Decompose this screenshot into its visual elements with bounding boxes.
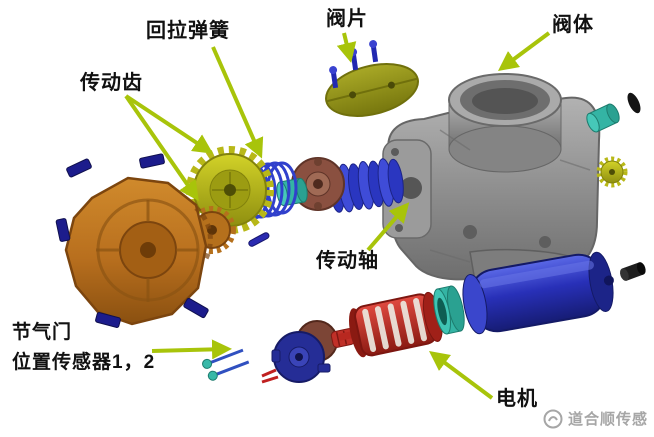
label-sensor-line2: 位置传感器1，2 [12, 352, 156, 373]
arrow-drive-shaft [366, 202, 410, 252]
arrow-position-sensor [151, 339, 232, 360]
label-drive-gear: 传动齿 [80, 72, 143, 94]
motor-armature [338, 291, 443, 358]
motor-can [462, 251, 614, 335]
valve-plate [325, 63, 419, 117]
motor-screws [202, 348, 279, 384]
leader-arrows [124, 31, 551, 400]
sensor-housing-cover [64, 176, 213, 326]
label-return-spring: 回拉弹簧 [146, 20, 230, 42]
label-drive-shaft: 传动轴 [316, 250, 379, 272]
motor-end-plate [271, 320, 338, 383]
throttle-body [382, 73, 601, 298]
arrow-valve-plate [336, 32, 357, 63]
arrow-return-spring [211, 46, 264, 159]
housing-clips [55, 153, 209, 328]
gear-pin [248, 232, 270, 247]
label-sensor-line1: 节气门 [12, 322, 73, 343]
watermark: 道合顺传感 [543, 408, 648, 429]
label-valve-plate: 阀片 [326, 8, 368, 30]
small-yellow-gear [596, 156, 628, 188]
arrow-valve-body [497, 31, 551, 71]
label-motor: 电机 [496, 388, 538, 410]
motor-bearing-ring [433, 285, 465, 335]
watermark-text: 道合顺传感 [567, 411, 648, 428]
misc-small-parts [586, 92, 646, 281]
watermark-logo-icon [543, 409, 563, 428]
arrow-motor [428, 351, 494, 400]
arrow-drive-gear-2 [124, 94, 199, 202]
arrow-drive-gear-1 [124, 94, 214, 154]
label-valve-body: 阀体 [552, 14, 594, 36]
